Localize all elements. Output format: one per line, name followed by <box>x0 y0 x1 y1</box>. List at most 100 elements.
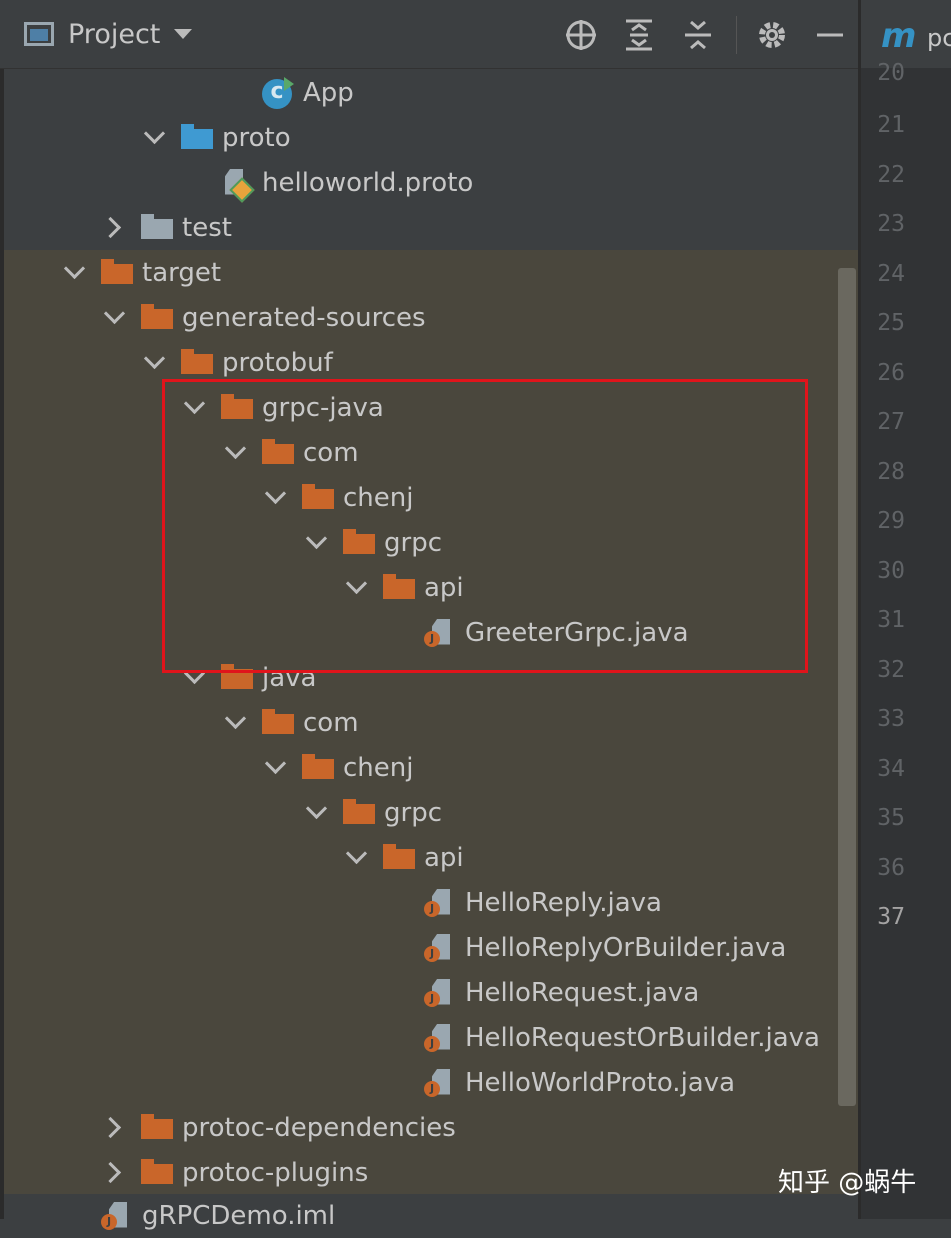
folder-icon <box>262 438 294 467</box>
chevron-down-icon[interactable] <box>343 835 383 880</box>
editor-tab-label: pc <box>927 24 951 52</box>
tree-item-target[interactable]: target <box>61 250 221 295</box>
tree-item-test[interactable]: test <box>101 205 232 250</box>
tree-item-api[interactable]: api <box>343 835 464 880</box>
toolbar-divider <box>736 16 737 54</box>
tree-item-proto[interactable]: proto <box>141 115 291 160</box>
project-title: Project <box>68 18 161 50</box>
tree-item-grpc-java[interactable]: grpc-java <box>181 385 384 430</box>
line-number: 36 <box>877 855 905 881</box>
gear-icon <box>759 22 785 48</box>
tree-item-hellorequest-java[interactable]: HelloRequest.java <box>384 970 699 1015</box>
hide-panel-button[interactable] <box>813 18 847 52</box>
folder-icon <box>141 303 173 332</box>
tree-item-helloreply-java[interactable]: HelloReply.java <box>384 880 662 925</box>
folder-icon <box>141 213 173 242</box>
tree-item-helloworldproto-java[interactable]: HelloWorldProto.java <box>384 1060 735 1105</box>
chevron-down-icon[interactable] <box>262 745 302 790</box>
editor-tab[interactable]: m pc <box>861 0 951 68</box>
folder-icon <box>343 528 375 557</box>
tree-item-greetergrpc-java[interactable]: GreeterGrpc.java <box>384 610 689 655</box>
line-number: 22 <box>877 162 905 188</box>
app-class-icon <box>262 76 294 109</box>
java-file-icon <box>424 619 456 647</box>
tree-item-app[interactable]: App <box>222 70 354 115</box>
folder-icon <box>262 708 294 737</box>
folder-icon <box>383 573 415 602</box>
tree-item-grpc[interactable]: grpc <box>303 520 442 565</box>
project-window-icon <box>24 22 54 46</box>
expand-all-icon <box>626 19 652 51</box>
project-tree-bottom <box>0 1194 858 1219</box>
line-number: 33 <box>877 706 905 732</box>
folder-icon <box>181 348 213 377</box>
tree-item-chenj[interactable]: chenj <box>262 745 413 790</box>
chevron-down-icon[interactable] <box>141 115 181 160</box>
panel-left-edge <box>0 68 4 1219</box>
tree-item-protobuf[interactable]: protobuf <box>141 340 333 385</box>
tree-item-grpc[interactable]: grpc <box>303 790 442 835</box>
chevron-down-icon[interactable] <box>101 295 141 340</box>
chevron-down-icon[interactable] <box>222 700 262 745</box>
tree-item-protoc-plugins[interactable]: protoc-plugins <box>101 1150 368 1195</box>
folder-icon <box>181 123 213 152</box>
tree-item-chenj[interactable]: chenj <box>262 475 413 520</box>
line-number: 26 <box>877 360 905 386</box>
expand-all-button[interactable] <box>622 18 656 52</box>
line-number: 35 <box>877 805 905 831</box>
project-toolbar: Project <box>0 0 858 69</box>
line-number: 32 <box>877 657 905 683</box>
folder-icon <box>343 798 375 827</box>
tree-item-helloworld-proto[interactable]: helloworld.proto <box>181 160 473 205</box>
java-file-icon <box>424 1024 456 1052</box>
line-number: 23 <box>877 211 905 237</box>
tree-item-grpcdemo-iml[interactable]: gRPCDemo.iml <box>61 1193 335 1238</box>
tree-item-com[interactable]: com <box>222 700 359 745</box>
maven-icon: m <box>881 16 917 56</box>
java-file-icon <box>424 889 456 917</box>
line-number: 27 <box>877 409 905 435</box>
highlight-box <box>162 379 808 673</box>
current-line-number: 37 <box>877 904 905 930</box>
panel-divider[interactable] <box>858 0 861 1219</box>
tree-item-api[interactable]: api <box>343 565 464 610</box>
tree-item-helloreplyorbuilder-java[interactable]: HelloReplyOrBuilder.java <box>384 925 786 970</box>
java-file-icon <box>424 979 456 1007</box>
chevron-right-icon[interactable] <box>101 205 141 250</box>
locate-icon <box>566 20 596 50</box>
folder-icon <box>141 1113 173 1142</box>
watermark: 知乎 @蜗牛 <box>778 1168 917 1198</box>
tree-item-protoc-dependencies[interactable]: protoc-dependencies <box>101 1105 456 1150</box>
java-file-icon <box>424 934 456 962</box>
tree-item-hellorequestorbuilder-java[interactable]: HelloRequestOrBuilder.java <box>384 1015 820 1060</box>
line-number: 20 <box>877 60 905 86</box>
line-number: 29 <box>877 508 905 534</box>
locate-button[interactable] <box>564 18 598 52</box>
folder-icon <box>101 258 133 287</box>
tree-item-generated-sources[interactable]: generated-sources <box>101 295 426 340</box>
folder-icon <box>302 483 334 512</box>
line-number: 30 <box>877 558 905 584</box>
folder-icon <box>221 393 253 422</box>
java-file-icon <box>424 1069 456 1097</box>
chevron-down-icon[interactable] <box>303 790 343 835</box>
collapse-all-button[interactable] <box>681 18 715 52</box>
chevron-right-icon[interactable] <box>101 1150 141 1195</box>
proto-file-icon <box>221 169 253 197</box>
chevron-down-icon <box>174 29 193 39</box>
chevron-down-icon[interactable] <box>61 250 101 295</box>
tree-item-com[interactable]: com <box>222 430 359 475</box>
folder-icon <box>221 663 253 692</box>
minimize-icon <box>817 33 843 37</box>
line-number-gutter: 20 21 22 23 24 25 26 27 28 29 30 31 32 3… <box>861 60 951 1219</box>
chevron-right-icon[interactable] <box>101 1105 141 1150</box>
settings-button[interactable] <box>755 18 789 52</box>
folder-icon <box>383 843 415 872</box>
project-view-selector[interactable]: Project <box>24 14 193 54</box>
collapse-all-icon <box>685 20 711 50</box>
tree-scrollbar[interactable] <box>838 268 856 1106</box>
line-number: 24 <box>877 261 905 287</box>
line-number: 25 <box>877 310 905 336</box>
module-file-icon <box>101 1202 133 1230</box>
tree-item-java[interactable]: java <box>181 655 316 700</box>
